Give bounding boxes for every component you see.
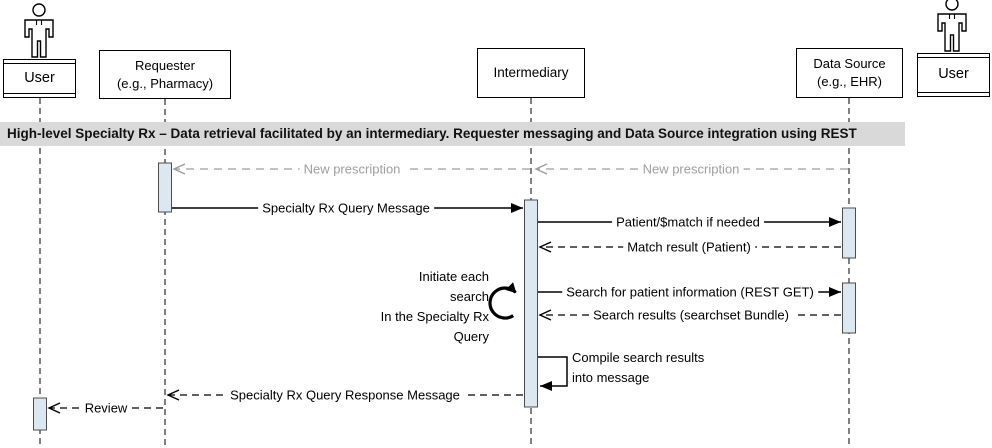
label-new-prescription-left: New prescription bbox=[299, 161, 405, 177]
label-search-patient-information: Search for patient information (REST GET… bbox=[562, 284, 818, 300]
actor-label-requester: Requester bbox=[135, 57, 195, 73]
label-compile-search-results: Compile search results into message bbox=[572, 348, 705, 388]
activation-data-source-2 bbox=[842, 282, 856, 334]
actor-box-requester: Requester (e.g., Pharmacy) bbox=[99, 50, 231, 99]
loop-annotation-line-2: search bbox=[449, 289, 489, 304]
actor-sublabel-requester: (e.g., Pharmacy) bbox=[116, 75, 214, 91]
compile-line-1: Compile search results bbox=[572, 350, 705, 365]
actor-label-intermediary: Intermediary bbox=[493, 64, 569, 80]
actor-label-data-source: Data Source bbox=[813, 56, 886, 72]
actor-label-user-left: User bbox=[24, 69, 55, 86]
actor-box-data-source: Data Source (e.g., EHR) bbox=[796, 48, 903, 98]
loop-annotation-line-3: In the Specialty Rx bbox=[380, 309, 489, 324]
label-specialty-rx-query-message: Specialty Rx Query Message bbox=[258, 200, 434, 216]
actor-box-intermediary: Intermediary bbox=[477, 48, 585, 98]
activation-user-left bbox=[33, 397, 47, 431]
loop-icon bbox=[488, 282, 517, 320]
activation-requester bbox=[158, 162, 172, 213]
loop-annotation-line-1: Initiate each bbox=[418, 269, 489, 284]
person-icon bbox=[937, 0, 967, 58]
loop-annotation: Initiate each search In the Specialty Rx… bbox=[381, 267, 489, 347]
label-new-prescription-right: New prescription bbox=[638, 161, 744, 177]
label-match-result: Match result (Patient) bbox=[623, 239, 755, 255]
loop-annotation-line-4: Query bbox=[453, 329, 489, 344]
person-icon bbox=[24, 3, 54, 64]
actor-box-user-left: User bbox=[3, 59, 76, 98]
activation-intermediary bbox=[524, 199, 538, 408]
label-review: Review bbox=[80, 400, 132, 416]
actor-sublabel-data-source: (e.g., EHR) bbox=[816, 74, 882, 89]
label-patient-match: Patient/$match if needed bbox=[612, 214, 764, 230]
label-search-results: Search results (searchset Bundle) bbox=[589, 307, 793, 323]
activation-data-source-1 bbox=[842, 207, 856, 259]
label-query-response-message: Specialty Rx Query Response Message bbox=[226, 387, 464, 403]
actor-label-user-right: User bbox=[938, 66, 969, 83]
arrow-compile-self-message bbox=[538, 356, 568, 391]
compile-line-2: into message bbox=[572, 370, 650, 385]
actor-box-user-right: User bbox=[917, 53, 990, 97]
diagram-title-banner: High-level Specialty Rx – Data retrieval… bbox=[0, 122, 905, 146]
